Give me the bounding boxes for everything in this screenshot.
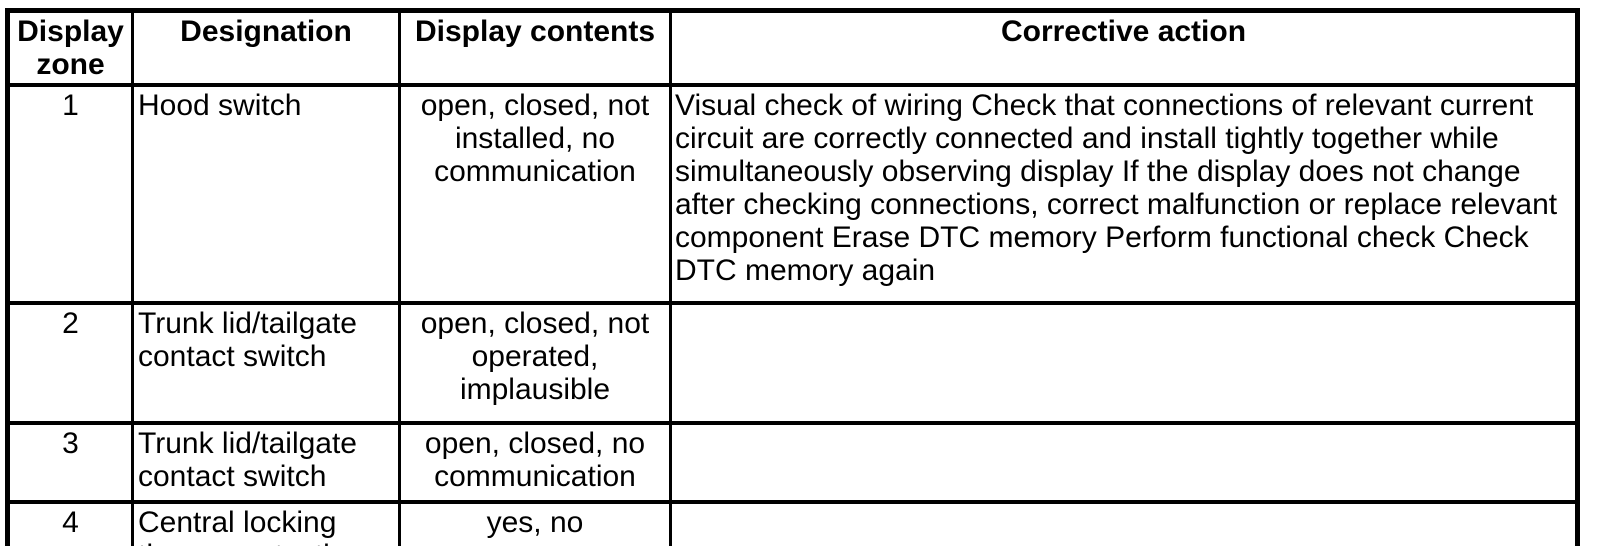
table-row: 2 Trunk lid/tailgate contact switch open… <box>6 301 1579 425</box>
cell-display-contents: open, closed, no communication <box>398 421 672 504</box>
diagnostic-display-zones-table: Display zone Designation Display content… <box>5 8 1580 546</box>
table-row: 4 Central locking thermoprotection yes, … <box>6 500 1579 546</box>
cell-designation: Trunk lid/tailgate contact switch <box>131 301 401 425</box>
cell-display-contents: open, closed, not operated, implausible <box>398 301 672 425</box>
cell-designation: Trunk lid/tailgate contact switch <box>131 421 401 504</box>
col-header-designation: Designation <box>131 8 401 87</box>
cell-display-zone: 3 <box>6 421 134 504</box>
cell-display-contents: open, closed, not installed, no communic… <box>398 83 672 305</box>
table-row: 3 Trunk lid/tailgate contact switch open… <box>6 421 1579 504</box>
cell-corrective-action: Visual check of wiring Check that connec… <box>669 83 1579 305</box>
col-header-corrective-action: Corrective action <box>669 8 1579 87</box>
cell-corrective-action <box>669 301 1579 425</box>
cell-corrective-action <box>669 500 1579 546</box>
cell-display-zone: 4 <box>6 500 134 546</box>
header-row: Display zone Designation Display content… <box>6 8 1579 87</box>
cell-display-zone: 2 <box>6 301 134 425</box>
table-row: 1 Hood switch open, closed, not installe… <box>6 83 1579 305</box>
col-header-display-zone: Display zone <box>6 8 134 87</box>
cell-designation: Hood switch <box>131 83 401 305</box>
cell-corrective-action <box>669 421 1579 504</box>
cell-display-contents: yes, no <box>398 500 672 546</box>
cell-designation: Central locking thermoprotection <box>131 500 401 546</box>
cell-display-zone: 1 <box>6 83 134 305</box>
col-header-display-contents: Display contents <box>398 8 672 87</box>
